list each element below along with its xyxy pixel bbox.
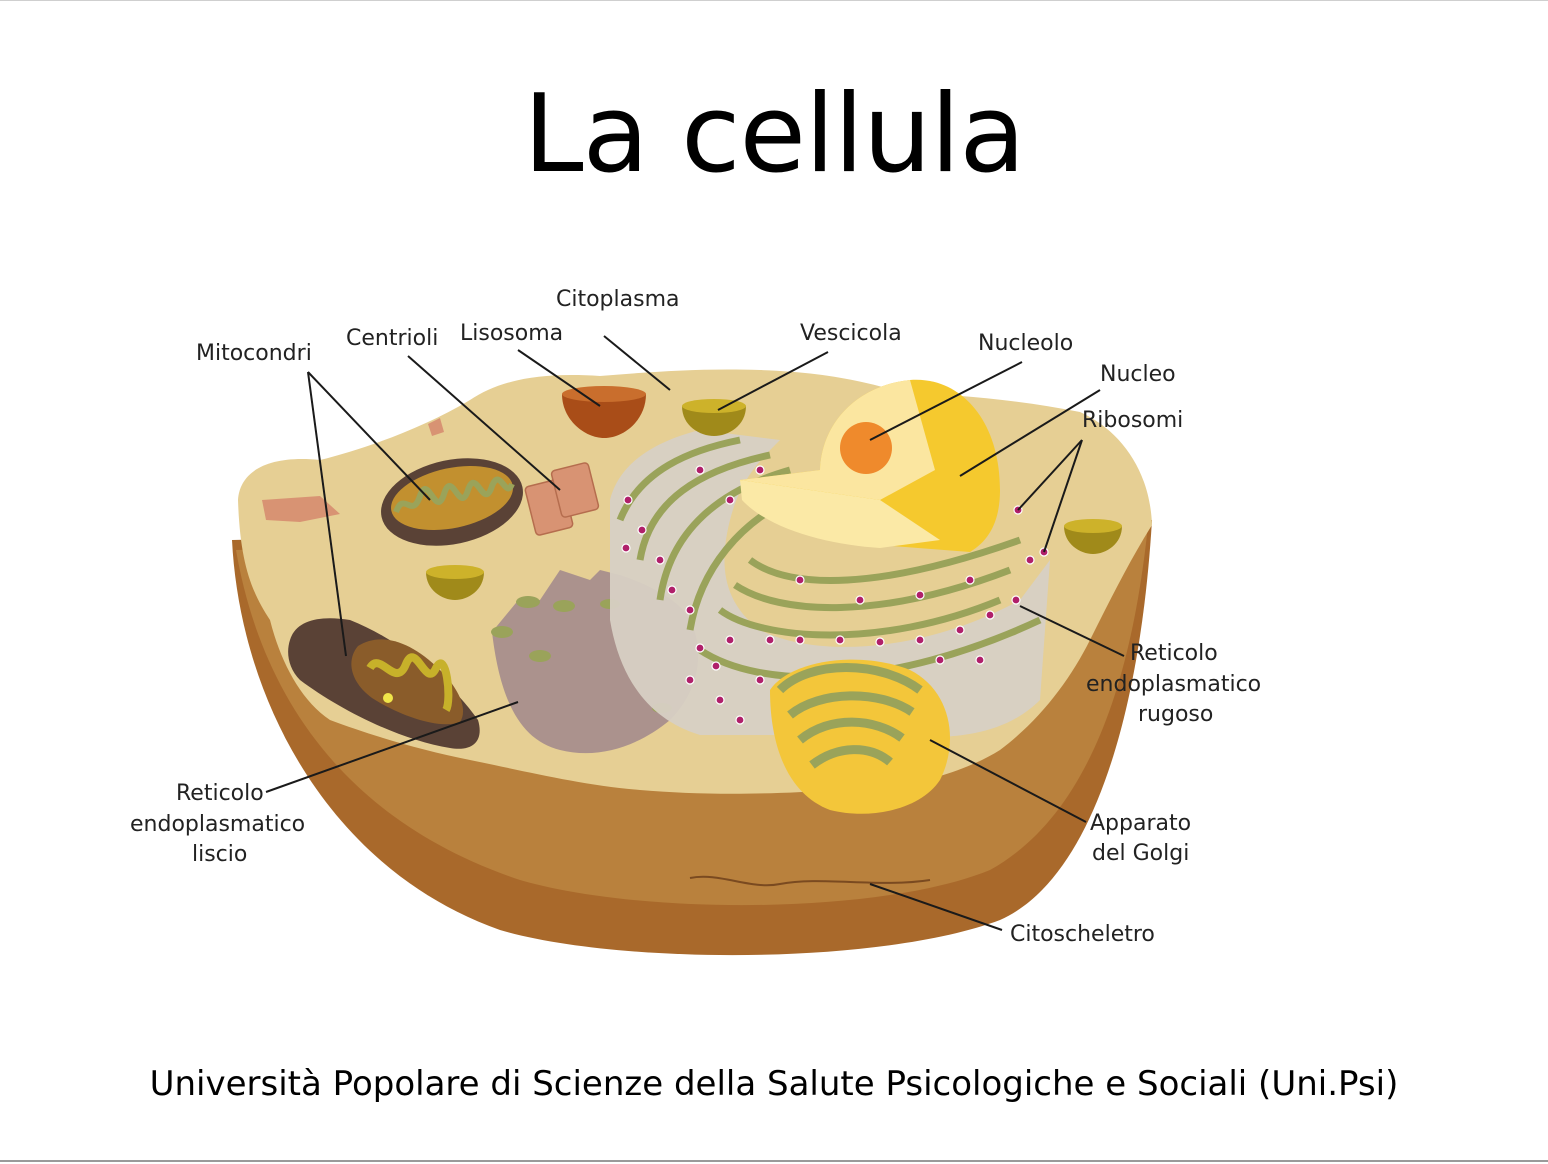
label-rer-line1: Reticolo — [1130, 641, 1218, 666]
organelle-fragment — [262, 496, 340, 522]
organelle-fragment — [428, 418, 444, 436]
label-citoscheletro: Citoscheletro — [1010, 922, 1155, 947]
centrioles — [524, 462, 600, 536]
smooth-er-tube — [553, 600, 575, 612]
label-nucleolo: Nucleolo — [978, 331, 1073, 356]
vesicle-rim — [682, 399, 746, 413]
lysosome-rim — [562, 386, 646, 402]
nucleus — [740, 379, 1000, 552]
label-rer-line2: endoplasmatico — [1086, 672, 1261, 697]
slide-title: La cellula — [523, 72, 1025, 197]
label-golgi-line1: Apparato — [1090, 811, 1191, 836]
smooth-er-tube — [491, 626, 513, 638]
vesicle-rim — [1064, 519, 1122, 533]
label-centrioli: Centrioli — [346, 326, 438, 351]
label-citoplasma: Citoplasma — [556, 287, 680, 312]
slide-footer: Università Popolare di Scienze della Sal… — [149, 1064, 1399, 1104]
leader-lines — [265, 335, 1125, 931]
slide-bottom-border — [0, 1160, 1548, 1162]
vesicle-rim — [426, 565, 484, 579]
label-golgi-line2: del Golgi — [1092, 841, 1189, 866]
smooth-er-tube — [516, 596, 540, 608]
vesicle — [682, 406, 746, 436]
label-ribosomi: Ribosomi — [1082, 408, 1183, 433]
label-ser-line2: endoplasmatico — [130, 812, 305, 837]
label-ser-line3: liscio — [192, 842, 247, 867]
cytoskeleton — [689, 875, 931, 887]
nucleolus — [840, 422, 892, 474]
label-vescicola: Vescicola — [800, 321, 902, 346]
smooth-er-tube — [529, 650, 551, 662]
golgi-apparatus — [770, 659, 950, 814]
label-lisosoma: Lisosoma — [460, 321, 563, 346]
label-nucleo: Nucleo — [1100, 362, 1176, 387]
lysosome — [562, 394, 646, 438]
slide-top-border — [0, 0, 1548, 1]
label-rer-line3: rugoso — [1138, 702, 1213, 727]
vesicle — [426, 572, 484, 600]
vesicle — [1064, 526, 1122, 554]
label-mitocondri: Mitocondri — [196, 341, 312, 366]
ribosomes-dots — [621, 465, 1049, 725]
label-ser-line1: Reticolo — [176, 781, 264, 806]
mitochondrion-top — [381, 458, 523, 546]
mitochondrion-bottom — [288, 618, 480, 749]
